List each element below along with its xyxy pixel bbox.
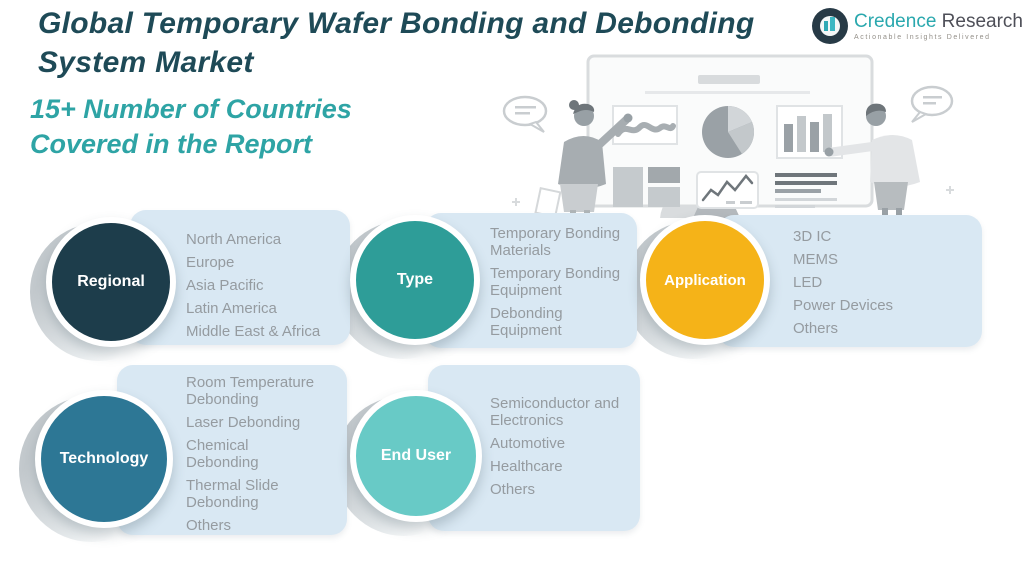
- badge-type-circle: Type: [350, 215, 480, 345]
- badge-end-user: Semiconductor and Electronics Automotive…: [334, 360, 645, 540]
- page-title-line2: System Market: [38, 46, 254, 79]
- badge-regional-circle: Regional: [46, 217, 176, 347]
- presentation-illustration: [502, 54, 954, 218]
- badge-label: Type: [396, 271, 434, 288]
- brand-mark-icon: [812, 8, 848, 44]
- list-item: LED: [793, 274, 823, 291]
- badge-technology-circle: Technology: [35, 390, 173, 528]
- badge-application: 3D IC MEMS LED Power Devices Others Appl…: [624, 205, 987, 359]
- badge-label: End User: [380, 447, 452, 464]
- list-item: Latin America: [186, 300, 277, 317]
- list-item: Others: [186, 517, 232, 534]
- list-item: Temporary Bonding Equipment: [490, 265, 621, 299]
- list-item: Chemical Debonding: [186, 437, 259, 471]
- list-item: Thermal Slide Debonding: [186, 477, 279, 511]
- list-item: Room Temperature Debonding: [186, 374, 315, 408]
- presenter-woman: [534, 100, 633, 218]
- list-item: Healthcare: [490, 458, 563, 475]
- page-title: Global Temporary Wafer Bonding and Debon…: [38, 4, 868, 82]
- list-item: Others: [490, 481, 536, 498]
- presenter-man: [824, 103, 920, 217]
- list-item: Others: [793, 320, 839, 337]
- brand-name-primary: Credence: [854, 11, 937, 32]
- page-title-line1: Global Temporary Wafer Bonding and Debon…: [38, 7, 755, 40]
- brand-name-secondary: Research: [941, 11, 1023, 32]
- list-item: Middle East & Africa: [186, 323, 321, 340]
- badge-end-user-circle: End User: [350, 390, 482, 522]
- badge-regional: North America Europe Asia Pacific Latin …: [30, 205, 354, 361]
- badge-type: Temporary Bonding Materials Temporary Bo…: [334, 205, 645, 359]
- list-item: Debonding Equipment: [490, 305, 563, 339]
- speech-bubble-left: [502, 95, 548, 133]
- list-item: Temporary Bonding Materials: [490, 225, 621, 259]
- badge-technology: Room Temperature Debonding Laser Debondi…: [19, 360, 352, 542]
- list-item: MEMS: [793, 251, 838, 268]
- page-subtitle-line1: 15+ Number of Countries: [30, 94, 352, 124]
- badge-application-circle: Application: [640, 215, 770, 345]
- list-item: Asia Pacific: [186, 277, 264, 294]
- list-item: Automotive: [490, 435, 566, 452]
- speech-bubble-right: [910, 85, 954, 123]
- brand-tagline: Actionable Insights Delivered: [854, 34, 991, 41]
- credence-research-logo: Credence Research Actionable Insights De…: [812, 8, 1023, 44]
- list-item: North America: [186, 231, 282, 248]
- badge-label: Technology: [59, 450, 149, 467]
- badge-label: Application: [664, 271, 746, 289]
- list-item: Europe: [186, 254, 235, 271]
- logo-text: Credence Research Actionable Insights De…: [854, 8, 1023, 42]
- list-item: Laser Debonding: [186, 414, 301, 431]
- page-subtitle: 15+ Number of Countries Covered in the R…: [30, 92, 460, 162]
- list-item: Power Devices: [793, 297, 894, 314]
- list-item: 3D IC: [793, 228, 832, 245]
- list-item: Semiconductor and Electronics: [490, 395, 620, 429]
- page-subtitle-line2: Covered in the Report: [30, 129, 313, 159]
- badge-label: Regional: [77, 273, 145, 290]
